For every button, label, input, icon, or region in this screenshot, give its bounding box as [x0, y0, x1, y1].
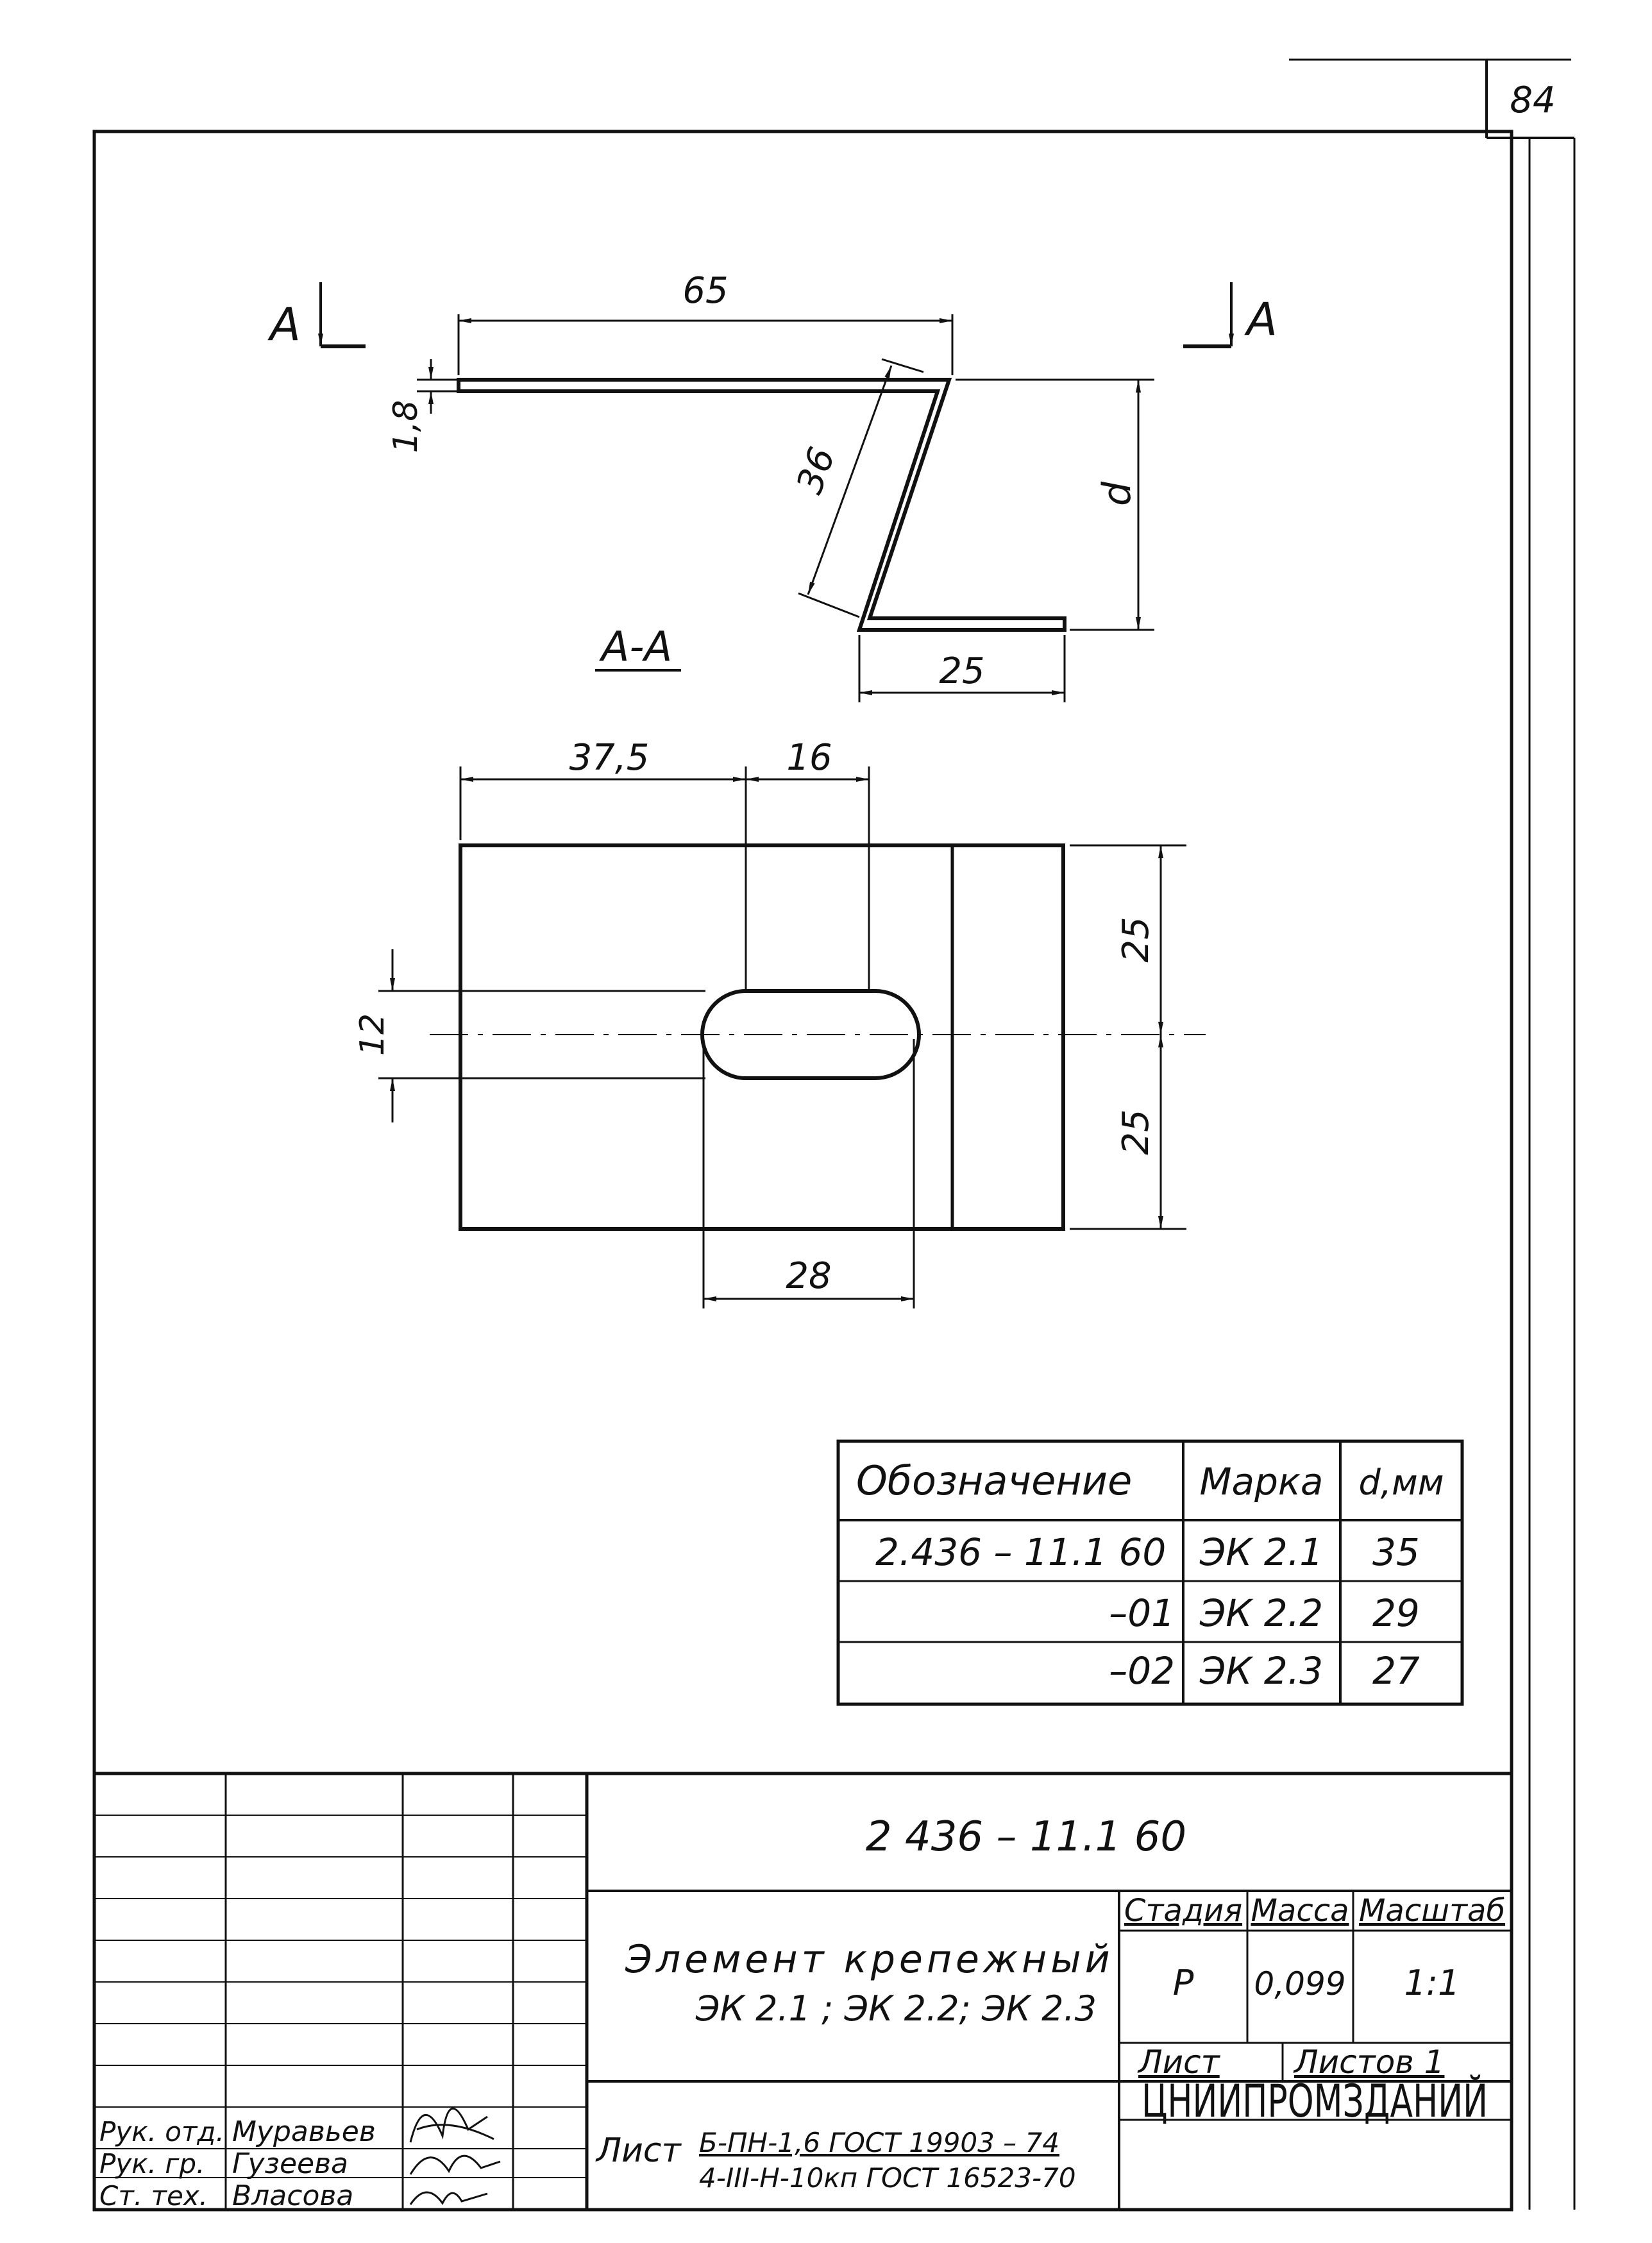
- dim-half-top-25: [1070, 844, 1186, 1035]
- material-line2: 4-III-Н-10кп ГОСТ 16523-70: [699, 2162, 1076, 2194]
- signatures: [409, 2107, 501, 2205]
- sheet-frame: [92, 58, 1576, 2212]
- role-label: Рук. гр.: [99, 2148, 205, 2180]
- dim-slot-length-28: [702, 1039, 915, 1308]
- scale-header: Масштаб: [1359, 1893, 1505, 1929]
- table-row-designation: –01: [1109, 1591, 1175, 1635]
- section-mark-left: [318, 282, 366, 348]
- dim-slot-width-label: 12: [353, 1013, 392, 1056]
- person-name: Муравьев: [232, 2115, 376, 2148]
- dim-web-36-label: 36: [789, 442, 843, 499]
- plate-outline: [459, 843, 1065, 1231]
- dim-flange-25: [858, 635, 1066, 702]
- variants-table-grid: [836, 1439, 1464, 1706]
- dim-slot-length-label: 28: [786, 1255, 831, 1297]
- table-header-designation: Обозначение: [856, 1457, 1132, 1504]
- section-mark-right: [1183, 282, 1234, 348]
- dim-length-65-label: 65: [682, 270, 728, 312]
- table-row-mark: ЭК 2.1: [1199, 1530, 1323, 1574]
- material-line1: Б-ПН-1,6 ГОСТ 19903 – 74: [699, 2127, 1059, 2158]
- role-label: Рук. отд.: [99, 2116, 224, 2147]
- organization-name: ЦНИИПРОМЗДАНИЙ: [1142, 2075, 1488, 2128]
- dim-slot-width-12: [378, 949, 705, 1122]
- dim-half-top-label: 25: [1115, 917, 1157, 962]
- table-row-mark: ЭК 2.2: [1199, 1591, 1323, 1635]
- mass-header: Масса: [1251, 1893, 1349, 1929]
- dim-offset-37-5: [459, 766, 747, 991]
- section-mark-right-letter: А: [1244, 293, 1277, 346]
- material-label: Лист: [595, 2131, 682, 2170]
- dim-offset-37-5-label: 37,5: [569, 737, 650, 779]
- scale-value: 1:1: [1404, 1963, 1460, 2003]
- table-row-mark: ЭК 2.3: [1199, 1649, 1323, 1693]
- title-block-grid: [94, 1772, 1512, 2210]
- dim-half-bottom-25: [1070, 1035, 1186, 1230]
- dim-flange-25-label: 25: [939, 650, 984, 692]
- dim-thickness-label: 1,8: [387, 400, 425, 453]
- dim-length-65: [457, 314, 954, 375]
- table-row-designation: –02: [1109, 1649, 1175, 1693]
- table-header-mark: Марка: [1200, 1460, 1324, 1503]
- table-header-d: d,мм: [1359, 1462, 1444, 1503]
- product-name-line1: Элемент крепежный: [625, 1937, 1114, 1982]
- section-mark-left-letter: А: [267, 298, 301, 351]
- sheet-number: 84: [1510, 80, 1555, 121]
- role-label: Ст. тех.: [99, 2180, 208, 2212]
- dim-web-36: [798, 358, 924, 618]
- dim-thickness: [417, 359, 457, 414]
- person-name: Гузеева: [232, 2147, 348, 2180]
- stage-value: Р: [1173, 1963, 1194, 2003]
- table-row-d: 29: [1372, 1591, 1420, 1635]
- mass-value: 0,099: [1254, 1965, 1345, 2002]
- sheet-label: Лист: [1137, 2044, 1221, 2081]
- table-row-d: 35: [1372, 1530, 1420, 1574]
- slot-hole: [700, 989, 921, 1080]
- dim-height-d: [956, 378, 1154, 631]
- person-name: Власова: [232, 2180, 353, 2212]
- section-label: А-А: [599, 623, 673, 671]
- dim-height-d-label: d: [1095, 481, 1140, 506]
- product-name-line2: ЭК 2.1 ; ЭК 2.2; ЭК 2.3: [695, 1988, 1097, 2029]
- dim-16: [746, 766, 870, 991]
- table-row-designation: 2.436 – 11.1 60: [875, 1530, 1166, 1574]
- doc-code: 2 436 – 11.1 60: [866, 1813, 1186, 1861]
- table-row-d: 27: [1372, 1649, 1420, 1693]
- bracket-profile: [457, 378, 1066, 632]
- stage-header: Стадия: [1124, 1893, 1242, 1929]
- dim-half-bottom-label: 25: [1115, 1109, 1157, 1155]
- sheets-count: Листов 1: [1293, 2044, 1444, 2081]
- dim-16-label: 16: [786, 737, 832, 779]
